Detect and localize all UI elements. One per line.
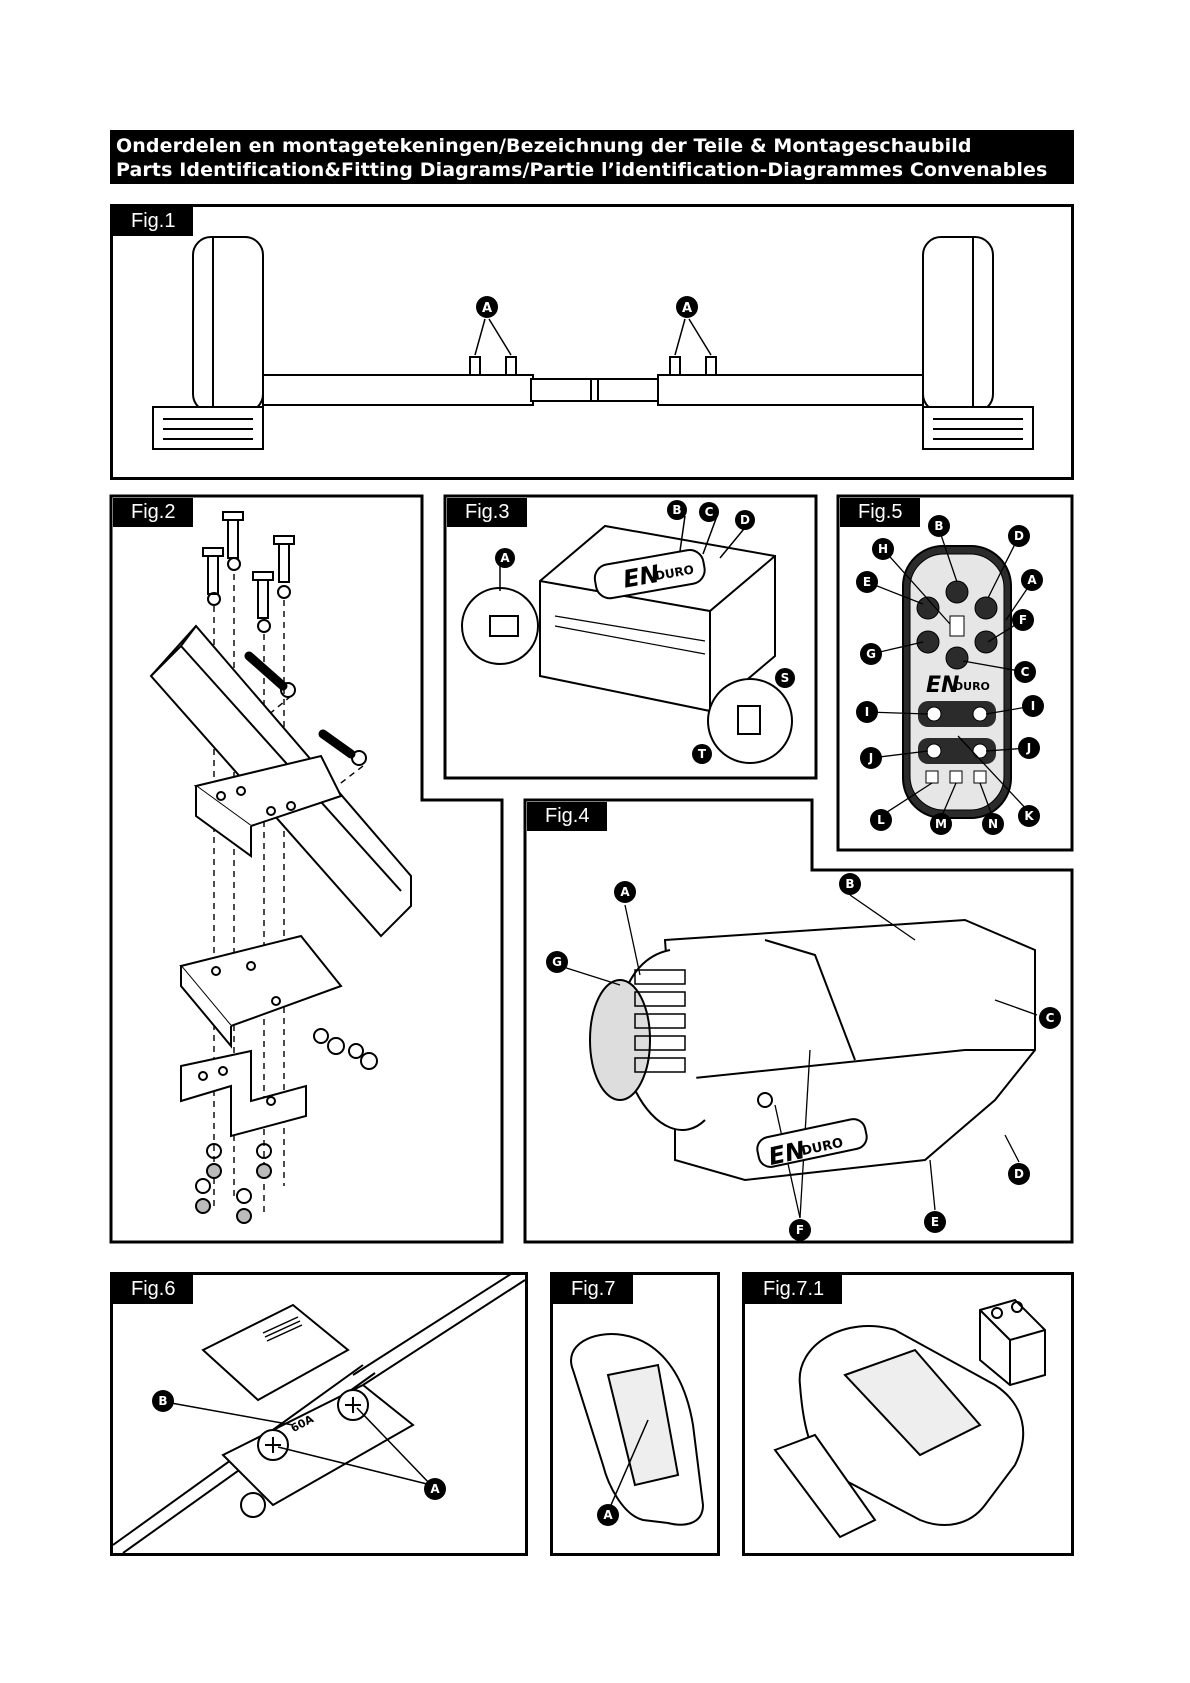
svg-text:A: A bbox=[500, 551, 510, 565]
right-wheel bbox=[922, 236, 994, 413]
svg-text:I: I bbox=[1031, 699, 1035, 713]
svg-text:I: I bbox=[865, 705, 869, 719]
svg-text:A: A bbox=[603, 1508, 613, 1522]
callout-a-left: A bbox=[476, 296, 498, 318]
svg-text:B: B bbox=[845, 877, 854, 891]
figure-2-panel: Fig.2 bbox=[111, 496, 503, 1242]
svg-text:L: L bbox=[877, 813, 885, 827]
left-wheel bbox=[192, 236, 264, 413]
control-box-diagram: EN DURO A B C D S T bbox=[461, 500, 795, 764]
figure-71-label: Fig.7.1 bbox=[745, 1275, 843, 1304]
battery-replacement-diagram bbox=[773, 1298, 1046, 1539]
figure-5-panel: Fig.5 EN DURO A B C D E F bbox=[838, 496, 1072, 850]
svg-text:D: D bbox=[740, 513, 750, 527]
figure-3-panel: Fig.3 EN DURO A B C D S bbox=[445, 496, 816, 778]
svg-text:F: F bbox=[1019, 613, 1027, 627]
svg-text:G: G bbox=[866, 647, 876, 661]
detail-magnifier-a bbox=[461, 587, 539, 665]
svg-text:A: A bbox=[1027, 573, 1037, 587]
figure-3-label: Fig.3 bbox=[447, 498, 528, 527]
figure-2-label: Fig.2 bbox=[113, 498, 194, 527]
svg-text:A: A bbox=[682, 301, 692, 316]
svg-text:C: C bbox=[1046, 1011, 1055, 1025]
right-axle-tube bbox=[657, 374, 924, 406]
detail-magnifier-st bbox=[707, 678, 793, 764]
svg-text:B: B bbox=[672, 503, 681, 517]
figure-6-label: Fig.6 bbox=[113, 1275, 194, 1304]
svg-text:S: S bbox=[781, 671, 790, 685]
figure-6-panel: 60A A B Fig.6 bbox=[110, 1272, 528, 1556]
svg-text:E: E bbox=[931, 1215, 939, 1229]
svg-text:DURO: DURO bbox=[954, 680, 990, 693]
callout-a-right: A bbox=[676, 296, 698, 318]
svg-text:K: K bbox=[1024, 809, 1034, 823]
svg-text:A: A bbox=[482, 301, 492, 316]
figure-4-panel: Fig.4 EN DURO A B C D bbox=[525, 800, 1072, 1242]
remote-control-diagram: EN DURO A B C D E F G H I I J J bbox=[856, 515, 1044, 835]
fig3-brand-logo: EN bbox=[621, 560, 662, 594]
center-axle-tube bbox=[530, 378, 660, 402]
svg-text:B: B bbox=[158, 1394, 167, 1408]
svg-text:J: J bbox=[868, 751, 873, 765]
svg-text:B: B bbox=[934, 519, 943, 533]
svg-text:A: A bbox=[620, 885, 630, 899]
battery-cover bbox=[773, 1433, 877, 1539]
left-axle-tube bbox=[262, 374, 534, 406]
page-header: Onderdelen en montagetekeningen/Bezeichn… bbox=[110, 130, 1074, 184]
mover-unit-diagram: EN DURO A B C D E F G bbox=[546, 873, 1061, 1241]
svg-text:A: A bbox=[430, 1482, 440, 1496]
svg-text:E: E bbox=[863, 575, 871, 589]
svg-text:F: F bbox=[796, 1223, 804, 1237]
header-line-1: Onderdelen en montagetekeningen/Bezeichn… bbox=[116, 135, 972, 157]
svg-text:C: C bbox=[705, 505, 714, 519]
remote-battery-cover-diagram: A bbox=[570, 1333, 705, 1526]
figure-5-label: Fig.5 bbox=[840, 498, 921, 527]
figure-1-panel: A A Fig.1 bbox=[110, 204, 1074, 480]
svg-text:DURO: DURO bbox=[654, 563, 695, 584]
battery-9v bbox=[979, 1298, 1046, 1387]
svg-text:H: H bbox=[878, 542, 888, 556]
axle-diagram: A A bbox=[152, 236, 1034, 450]
bracket-assembly-diagram bbox=[149, 511, 412, 1224]
fuse-holder-diagram: 60A A B bbox=[113, 1275, 525, 1553]
fuse-body bbox=[221, 1383, 415, 1507]
svg-text:G: G bbox=[552, 955, 562, 969]
svg-text:J: J bbox=[1026, 741, 1031, 755]
svg-text:M: M bbox=[935, 817, 947, 831]
figure-7-panel: A Fig.7 bbox=[550, 1272, 720, 1556]
figure-7-label: Fig.7 bbox=[553, 1275, 634, 1304]
figure-4-label: Fig.4 bbox=[527, 802, 608, 831]
figure-71-panel: Fig.7.1 bbox=[742, 1272, 1074, 1556]
fig5-brand-logo: EN bbox=[926, 673, 959, 698]
fuse-cover bbox=[201, 1303, 350, 1402]
svg-text:C: C bbox=[1021, 665, 1030, 679]
figure-1-label: Fig.1 bbox=[113, 207, 194, 236]
header-line-2: Parts Identification&Fitting Diagrams/Pa… bbox=[116, 159, 1048, 181]
svg-text:T: T bbox=[698, 747, 707, 761]
svg-text:D: D bbox=[1014, 1167, 1024, 1181]
svg-text:D: D bbox=[1014, 529, 1024, 543]
svg-text:N: N bbox=[988, 817, 998, 831]
